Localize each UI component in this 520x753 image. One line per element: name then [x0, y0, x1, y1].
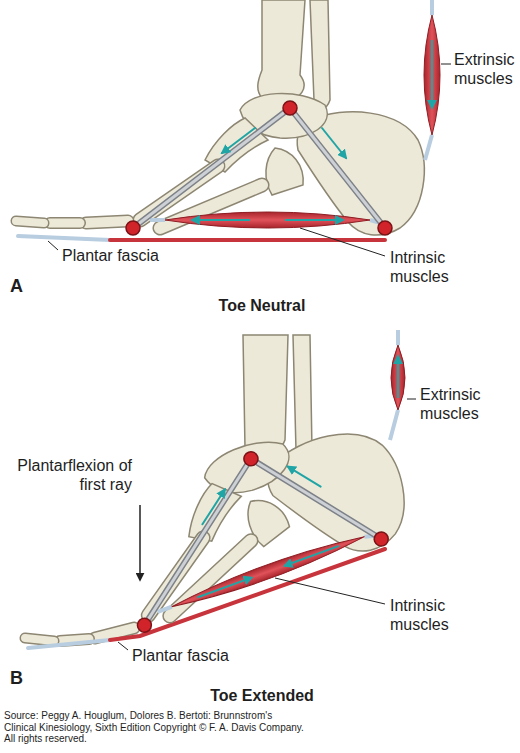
pivot-dots-part: [135, 616, 153, 634]
extrinsic-muscle-part: [391, 345, 405, 410]
leader-lines-part: [118, 642, 128, 650]
extrinsic-muscle-part: [431, 40, 433, 108]
truss-part: [288, 458, 321, 494]
leader-lines-part: [275, 578, 385, 604]
leg-bones-part: [293, 335, 312, 458]
extrinsic-muscle-part: [390, 410, 398, 440]
leader-lines-part: [300, 228, 385, 256]
intrinsic-muscle: [150, 212, 384, 228]
intrinsic-muscle-part: [158, 607, 172, 612]
truss-part: [194, 490, 234, 525]
plantar-fascia-part: [110, 549, 385, 640]
panel-a: [16, 0, 451, 256]
phalanges-part: [86, 221, 128, 223]
panel-letter: B: [10, 668, 34, 690]
intrinsic-muscle-part: [197, 578, 252, 598]
extrinsic-muscle-part: [397, 356, 399, 398]
phalanges: [16, 221, 128, 223]
leader-lines: [48, 64, 451, 256]
motion-label: Plantarflexion of first ray: [10, 456, 132, 494]
source-caption: Source: Peggy A. Houglum, Dolores B. Ber…: [4, 710, 304, 745]
fascia-label: Plantar fascia: [132, 646, 272, 665]
intrinsic-muscle: [155, 525, 380, 618]
panel-title: Toe Neutral: [2, 296, 520, 315]
truss-part: [290, 108, 385, 228]
rotated-foot: [92, 399, 421, 634]
plantar-fascia-part: [18, 236, 110, 240]
leg-bones-part: [310, 0, 330, 109]
phalanges-part: [86, 221, 128, 223]
foot-bones-part: [259, 416, 421, 575]
phalanges-part: [16, 221, 44, 223]
pivot-dots-part: [242, 450, 260, 468]
muscle-label: Intrinsic muscles: [390, 596, 490, 634]
extrinsic-muscle-part: [396, 330, 400, 345]
plantarflexion-arrow: [140, 505, 141, 580]
foot-bones-part: [174, 476, 252, 548]
pivot-dots-part: [126, 221, 140, 235]
phalanges-part: [16, 221, 44, 223]
leader-lines: [118, 399, 416, 650]
extrinsic-muscle: [390, 330, 405, 440]
plantar-fascia-part: [28, 640, 110, 648]
leader-lines-part: [407, 399, 416, 400]
foot-bones-part: [266, 148, 303, 195]
muscle-label: Extrinsic muscles: [454, 50, 516, 88]
extrinsic-muscle-part: [430, 0, 434, 15]
truss-part: [290, 108, 385, 228]
pivot-dots-part: [372, 530, 390, 548]
intrinsic-muscle-part: [285, 219, 343, 221]
leader-lines-part: [48, 241, 58, 250]
truss-part: [251, 426, 381, 571]
fascia-label: Plantar fascia: [62, 246, 202, 265]
intrinsic-muscle-part: [150, 218, 165, 222]
pivot-dots: [126, 101, 392, 235]
truss: [103, 426, 381, 625]
leg-bones-part: [258, 0, 305, 100]
leg-bones: [258, 0, 330, 109]
muscle-label: Intrinsic muscles: [390, 248, 490, 286]
intrinsic-muscle-part: [165, 212, 370, 228]
muscle-label: Extrinsic muscles: [420, 385, 510, 423]
plantarflexion-arrow-part: [139, 505, 141, 580]
leader-lines-part: [441, 64, 451, 65]
phalanges-part: [50, 219, 80, 228]
phalanges-part: [50, 217, 80, 229]
panel-title: Toe Extended: [2, 686, 520, 705]
truss-part: [133, 108, 290, 228]
truss-part: [251, 426, 381, 571]
pivot-dots-part: [283, 101, 297, 115]
pivot-dots: [94, 417, 390, 634]
extrinsic-muscle-part: [425, 135, 432, 160]
intrinsic-muscle-part: [192, 219, 250, 221]
extrinsic-muscle-part: [424, 15, 440, 135]
extrinsic-muscle: [424, 0, 440, 160]
pivot-dots-part: [378, 221, 392, 235]
intrinsic-muscle-part: [285, 546, 340, 566]
panel-letter: A: [10, 276, 34, 298]
truss: [133, 108, 385, 228]
truss-part: [222, 128, 255, 153]
truss-part: [133, 108, 290, 228]
leg-bones-part: [243, 335, 288, 450]
plantar-fascia-part: [110, 238, 385, 242]
phalanges-part: [25, 638, 54, 641]
leg-bones: [243, 335, 312, 458]
truss-part: [322, 128, 346, 158]
phalanges-part: [25, 638, 54, 641]
